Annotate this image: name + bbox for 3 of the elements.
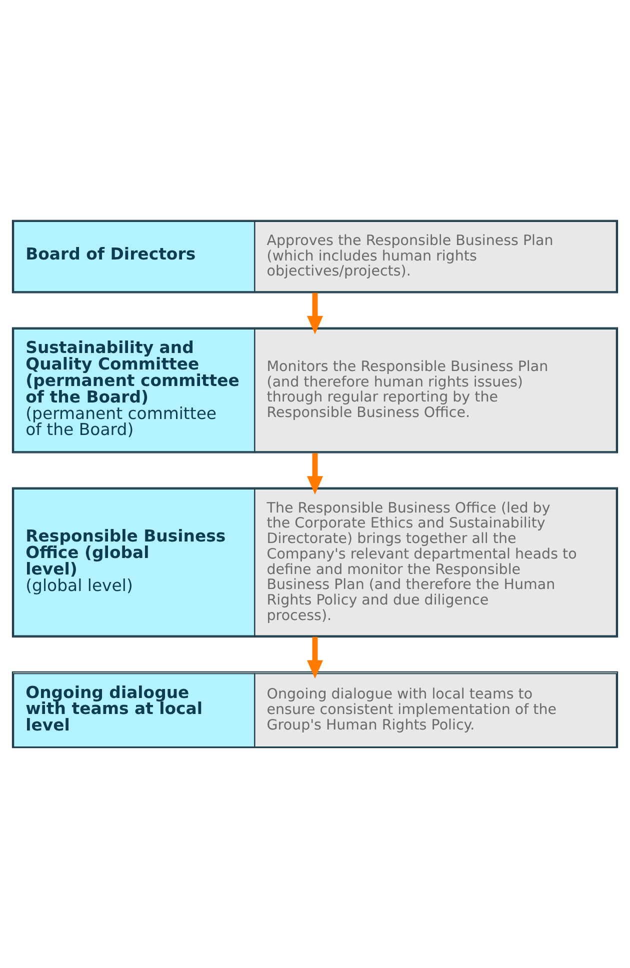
arrow <box>306 453 324 494</box>
arrow <box>306 292 324 334</box>
arrow <box>306 636 324 679</box>
